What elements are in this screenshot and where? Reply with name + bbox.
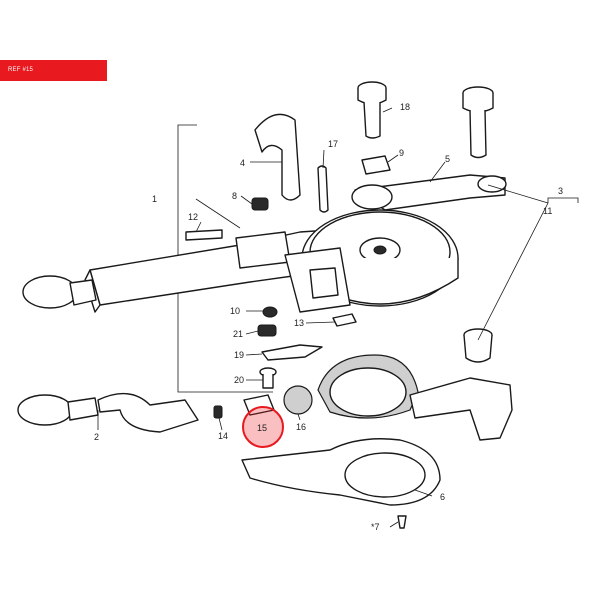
callout-13: 13 xyxy=(294,318,304,328)
callout-20: 20 xyxy=(234,375,244,385)
nut-part-10 xyxy=(262,306,278,318)
stud-part-20 xyxy=(259,367,277,389)
bracket-part-3 xyxy=(547,197,579,203)
callout-9: 9 xyxy=(399,148,404,158)
pin-part-17 xyxy=(317,165,329,213)
callout-12: 12 xyxy=(188,212,198,222)
leader-lines xyxy=(97,107,549,528)
pin-part-11-upper xyxy=(462,86,494,159)
spring-part-21 xyxy=(257,324,277,337)
main-handle-assembly xyxy=(22,209,459,313)
ref-label-banner: REF #15 xyxy=(0,60,107,81)
callout-14: 14 xyxy=(218,431,228,441)
handle-part-2 xyxy=(17,392,199,433)
lever-part-19 xyxy=(261,344,323,361)
callout-8: 8 xyxy=(232,191,237,201)
callout-labels: 1 2 3 4 5 6 *7 8 9 10 11 12 13 14 15 16 … xyxy=(94,102,563,532)
pin-part-13 xyxy=(332,313,357,327)
callout-5: 5 xyxy=(445,154,450,164)
callout-3: 3 xyxy=(558,186,563,196)
screw-part-7 xyxy=(397,515,407,529)
bushing-part-11-lower xyxy=(463,328,493,363)
gear-segment-assembly xyxy=(317,354,513,441)
screw-part-14 xyxy=(213,405,223,419)
callout-1: 1 xyxy=(152,194,157,204)
callout-18: 18 xyxy=(400,102,410,112)
pin-part-12 xyxy=(185,229,223,241)
washer-part-9 xyxy=(361,155,391,175)
pinion-gear-part-16 xyxy=(283,385,313,415)
callout-6: 6 xyxy=(440,492,445,502)
spring-part-8 xyxy=(251,197,269,211)
callout-4: 4 xyxy=(240,158,245,168)
latch-part-4 xyxy=(254,113,301,201)
callout-11a: 11 xyxy=(543,206,552,216)
callout-2: 2 xyxy=(94,432,99,442)
highlight-circle-part-15 xyxy=(242,406,284,448)
callout-19: 19 xyxy=(234,350,244,360)
callout-10: 10 xyxy=(230,306,240,316)
callout-21: 21 xyxy=(233,329,243,339)
callout-15: 15 xyxy=(257,423,267,433)
arm-part-5 xyxy=(351,174,507,211)
callout-17: 17 xyxy=(328,139,338,149)
pin-part-18 xyxy=(357,81,387,139)
callout-7: *7 xyxy=(371,522,380,532)
callout-16: 16 xyxy=(296,422,306,432)
